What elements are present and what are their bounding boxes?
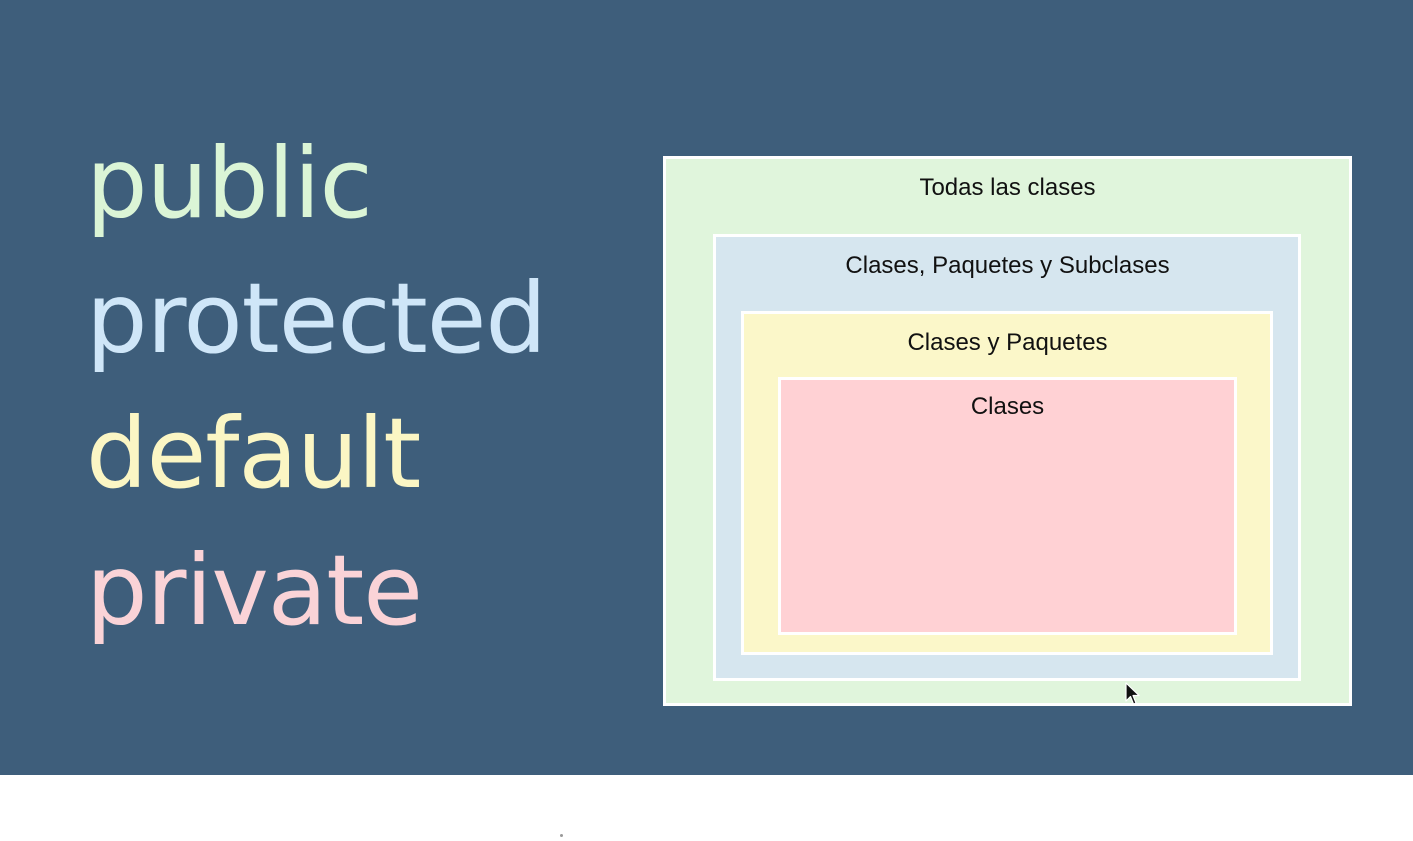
keyword-default: default: [86, 397, 421, 510]
slide: public protected default private Todas l…: [0, 0, 1413, 775]
keyword-public: public: [86, 127, 373, 240]
keyword-protected: protected: [86, 262, 547, 375]
scope-label-all-classes: Todas las clases: [919, 174, 1096, 201]
scope-label-classes-packages: Clases y Paquetes: [907, 329, 1108, 356]
scope-label-classes-packages-subclasses: Clases, Paquetes y Subclases: [845, 252, 1170, 279]
scope-label-classes: Clases: [970, 393, 1045, 420]
caption-marker: [560, 834, 563, 837]
keyword-private: private: [86, 534, 423, 647]
mouse-pointer-icon: [1125, 682, 1140, 705]
scope-box-classes: [778, 377, 1237, 635]
